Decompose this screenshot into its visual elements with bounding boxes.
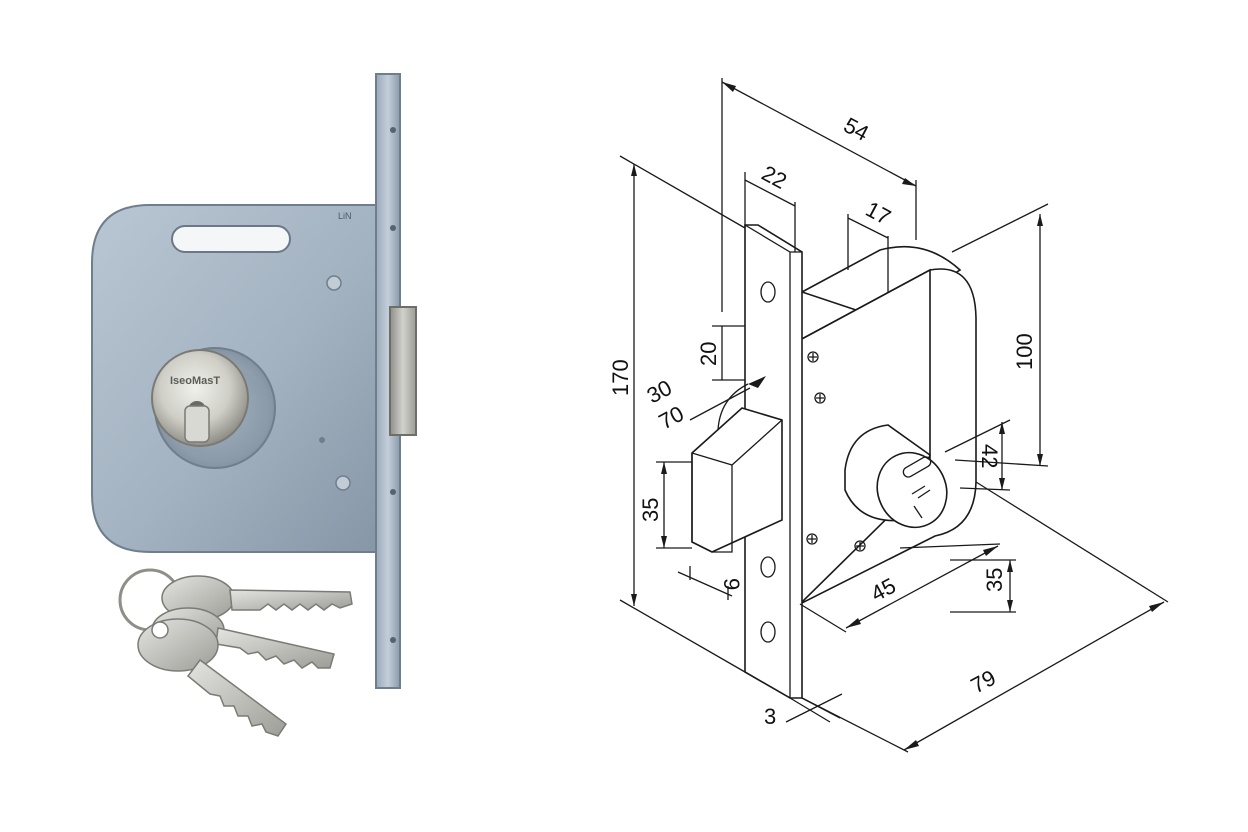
dim-20: 20 <box>696 342 721 366</box>
drawing-case-top <box>799 245 962 319</box>
bolt-throw-arc <box>717 383 749 431</box>
key-in-cylinder <box>184 405 210 443</box>
dim-79: 79 <box>967 665 1000 699</box>
cylinder-face <box>151 349 249 447</box>
cylinder-brand: IseoMasT <box>170 375 220 387</box>
dim-70: 70 <box>655 401 688 435</box>
rivet <box>335 475 351 491</box>
keys <box>118 568 353 737</box>
faceplate-hole <box>390 489 396 495</box>
technical-drawing: 54 22 17 170 100 20 30 70 35 9 42 45 35 … <box>608 78 1169 753</box>
dim-9: 9 <box>719 578 744 590</box>
drawing-cylinder <box>844 424 948 529</box>
bolt-throw-arrow <box>748 376 766 388</box>
dim-3: 3 <box>764 704 776 729</box>
key <box>137 618 288 737</box>
faceplate-hole <box>390 127 396 133</box>
case-slot <box>171 225 291 253</box>
dimension-lines <box>619 78 1169 753</box>
case-screws <box>806 351 866 552</box>
dim-35-cylinder: 35 <box>982 568 1007 592</box>
dimension-arrows <box>631 82 1164 750</box>
dim-100: 100 <box>1012 333 1037 370</box>
dim-17: 17 <box>862 196 895 230</box>
dim-170: 170 <box>608 359 633 396</box>
lock-photo: LiN IseoMasT <box>91 73 417 737</box>
screw-hole <box>319 437 325 443</box>
dim-42: 42 <box>977 444 1002 468</box>
dim-35-bolt: 35 <box>638 498 663 522</box>
drawing-bolt <box>691 407 783 553</box>
rivet <box>326 275 342 291</box>
faceplate-hole <box>390 637 396 643</box>
case-mark: LiN <box>338 211 352 221</box>
faceplate-hole <box>390 225 396 231</box>
deadbolt <box>389 306 417 436</box>
dim-54: 54 <box>840 112 873 146</box>
